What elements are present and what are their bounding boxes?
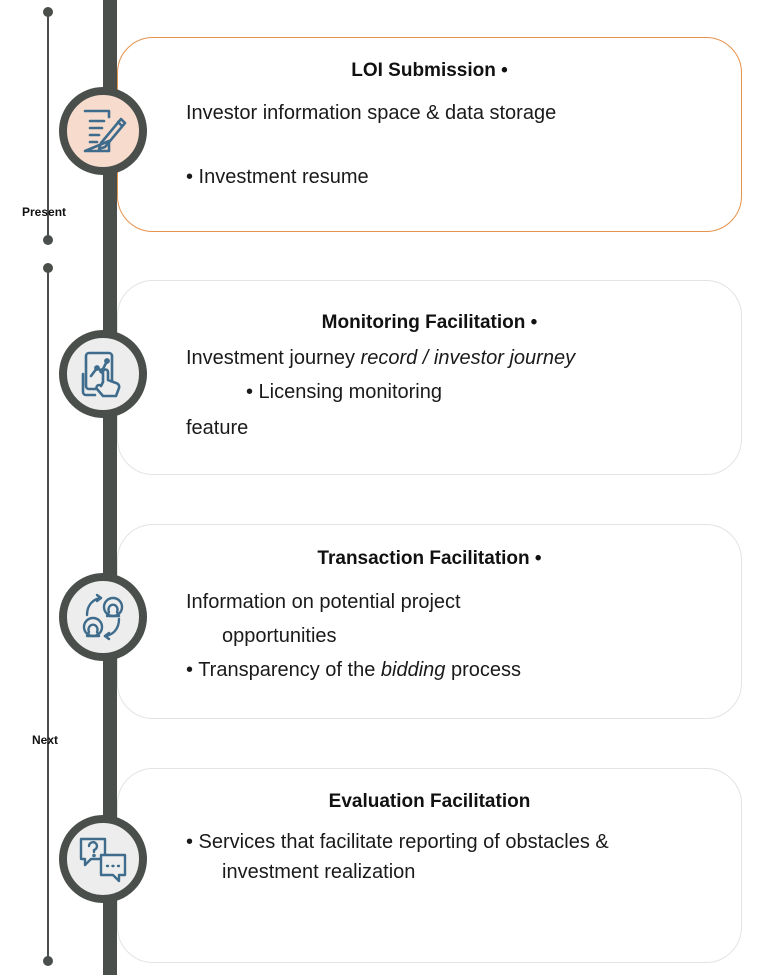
card-line: Investment journey record / investor jou… — [186, 347, 575, 370]
card-line: Investor information space & data storag… — [186, 102, 557, 124]
card-line-pre: • Transparency of the — [186, 659, 381, 681]
present-bracket-top-dot — [43, 7, 53, 17]
card-evaluation-facilitation: Evaluation Facilitation • Services that … — [117, 768, 742, 963]
card-line-italic: record / investor journey — [360, 347, 576, 369]
card-title: Monitoring Facilitation • — [321, 312, 538, 333]
card-title: Evaluation Facilitation — [328, 791, 531, 812]
card-line: feature — [186, 417, 249, 439]
icon-ring-loi — [59, 87, 147, 175]
icon-ring-monitoring — [59, 330, 147, 418]
card-line: investment realization — [222, 861, 416, 883]
card-title: LOI Submission • — [351, 60, 508, 81]
card-transaction-facilitation: Transaction Facilitation • Information o… — [117, 524, 742, 719]
present-bracket-bottom-dot — [43, 235, 53, 245]
card-line: opportunities — [222, 625, 337, 647]
present-bracket-line — [47, 12, 49, 240]
document-edit-icon — [83, 109, 127, 153]
tablet-chart-touch-icon — [81, 351, 121, 398]
user-exchange-icon — [82, 593, 124, 641]
card-title: Transaction Facilitation • — [317, 548, 542, 569]
next-bracket-line — [47, 268, 49, 960]
timeline-spine — [103, 0, 117, 975]
card-line-post: process — [445, 659, 521, 681]
card-line: • Investment resume — [186, 166, 369, 188]
card-loi-submission: LOI Submission • Investor information sp… — [117, 37, 742, 232]
card-line-italic: bidding — [380, 659, 446, 681]
icon-ring-evaluation — [59, 815, 147, 903]
next-bracket-top-dot — [43, 263, 53, 273]
card-line: • Transparency of the bidding process — [186, 659, 521, 682]
card-line-plain: Investment journey — [186, 347, 361, 369]
icon-ring-transaction — [59, 573, 147, 661]
question-chat-icon — [79, 837, 127, 883]
phase-label-next: Next — [32, 733, 59, 747]
card-monitoring-facilitation: Monitoring Facilitation • Investment jou… — [117, 280, 742, 475]
card-line: Information on potential project — [186, 591, 461, 613]
next-bracket-bottom-dot — [43, 956, 53, 966]
card-line: • Services that facilitate reporting of … — [186, 831, 609, 853]
phase-label-present: Present — [22, 205, 67, 219]
card-line: • Licensing monitoring — [246, 381, 442, 403]
